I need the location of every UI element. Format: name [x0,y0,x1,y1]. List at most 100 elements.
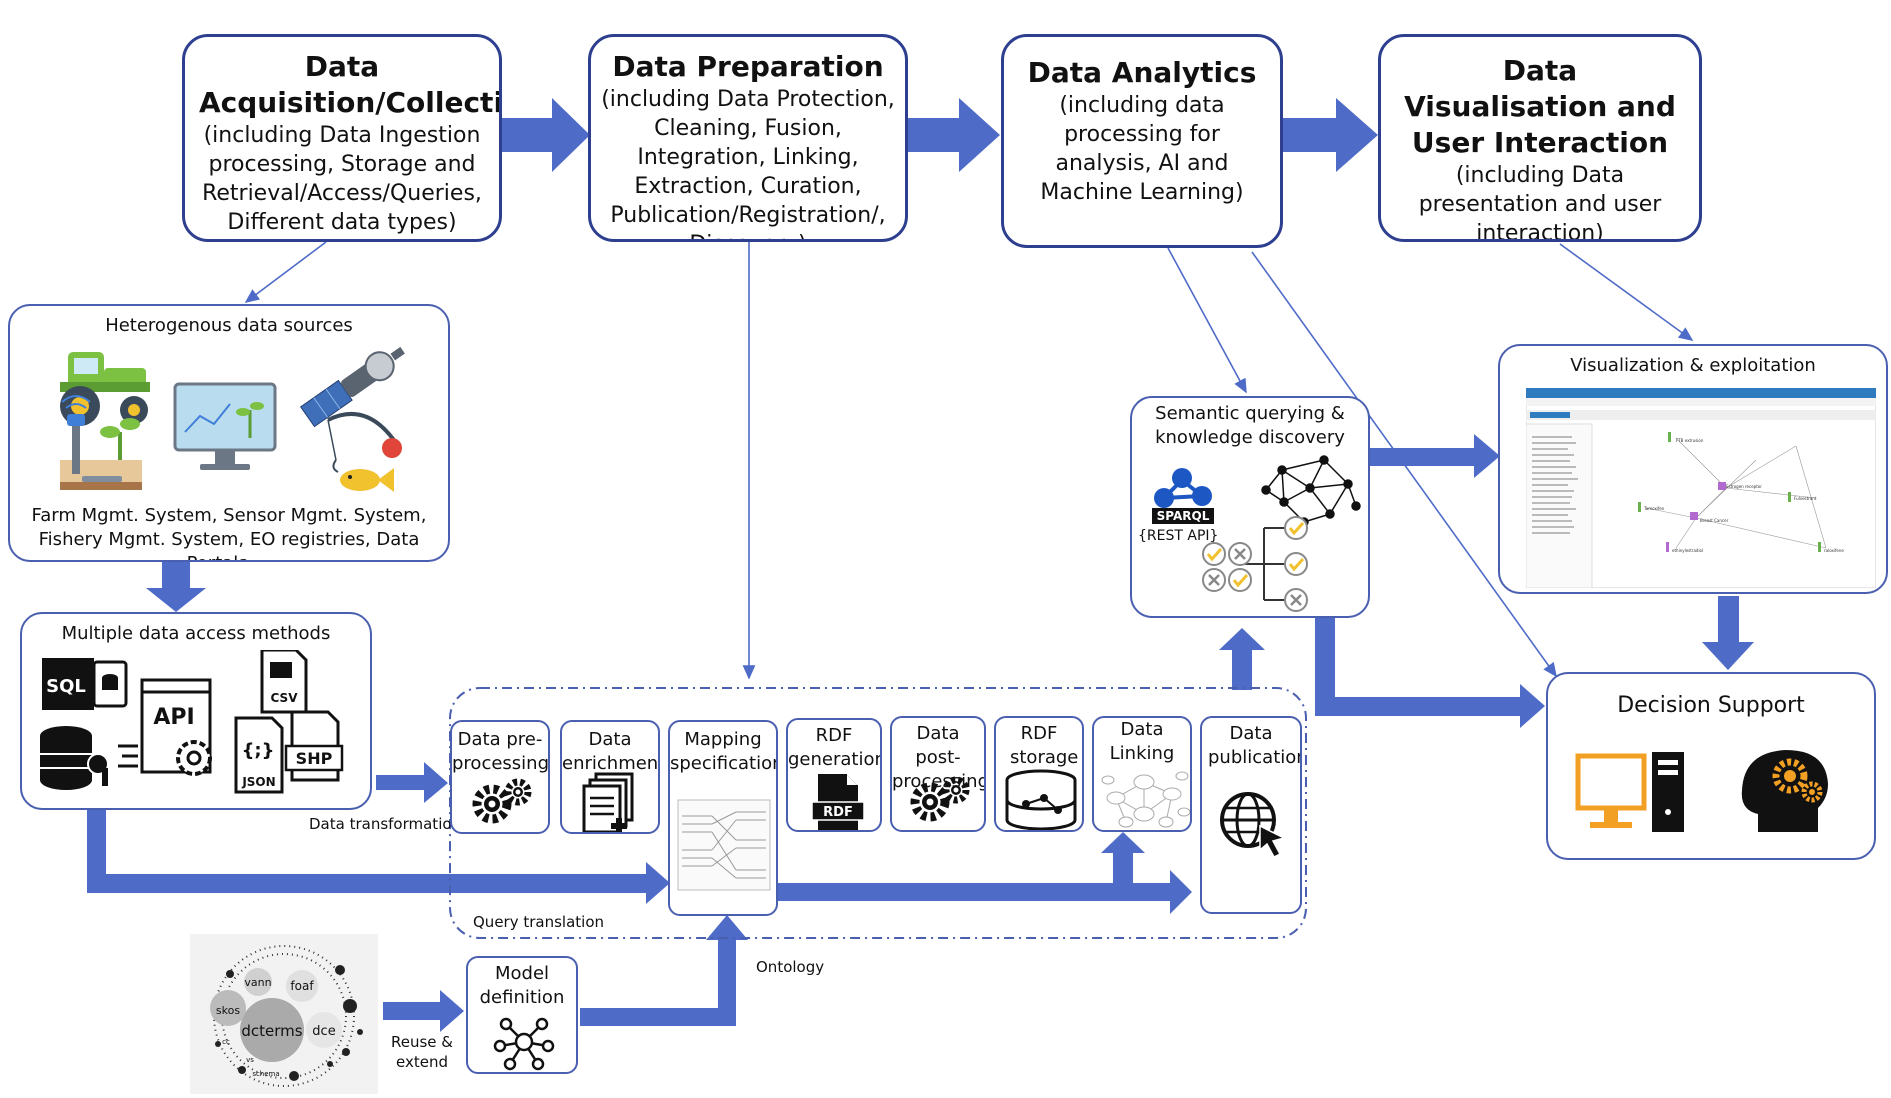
vis-label-ftb: FTB extrusion [1676,438,1704,443]
rdf-file-icon: RDF [811,774,865,830]
model-definition-box: Model definition [466,956,578,1074]
vocab-bubble-skos [210,990,246,1026]
stage-preparation: Data Preparation (including Data Protect… [588,34,908,242]
arrow-prep-to-analytics [907,98,1000,172]
access-panel: Multiple data access methods SQL [20,612,372,810]
stage-analytics: Data Analytics (including data processin… [1001,34,1283,248]
arrow-sources-to-access [146,562,206,612]
line-acq-to-sources [244,241,327,303]
shp-label: SHP [296,749,333,768]
vis-label-breast: Breast Cancer [1700,518,1729,523]
access-title: Multiple data access methods [61,623,331,644]
line-analytics-to-decision [1251,251,1557,678]
vocab-cloud-graphic: dcterms skos vann foaf dce cc vs schema [210,945,363,1087]
vocab-bubble-dcterms [240,998,304,1062]
step-preprocessing: Data pre-processing [450,720,550,834]
step-mapping: Mapping specification [668,720,778,916]
network-node-icon [493,1017,555,1071]
vocab-skos: skos [216,1004,240,1017]
monitor-chart-icon [173,382,277,470]
line-vis-to-visualization [1559,243,1694,341]
sql-label: SQL [46,676,86,697]
vis-label-estrogen: Estrogen receptor [1726,484,1762,489]
step-data-publication-label: Data publication [1208,723,1302,768]
step-enrichment-label: Data enrichment [562,729,660,774]
computer-icon [1575,752,1684,832]
stage-preparation-subtitle: (including Data Protection, Cleaning, Fu… [601,87,895,239]
step-mapping-label: Mapping specification [670,729,778,774]
vocab-bubble-foaf [286,970,318,1002]
decision-support-panel: Decision Support [1546,672,1876,860]
stage-visualisation-title: Data Visualisation and User Interaction [1404,54,1676,159]
globe-cursor-icon [1220,792,1287,858]
stage-preparation-title: Data Preparation [612,50,884,83]
vocab-cloud: dcterms skos vann foaf dce cc vs schema [190,934,378,1094]
arrow-access-to-mapping [87,810,670,904]
vocab-schema: schema [252,1070,279,1078]
vocab-dcterms: dcterms [241,1022,302,1040]
vocab-dce: dce [312,1024,335,1039]
shp-icon: SHP [284,710,344,782]
vis-label-raloxifene: raloxifene [1824,548,1844,553]
sources-panel: Heterogenous data sources [8,304,450,562]
data-transformation-label: Data transformation [309,815,462,833]
sources-icons [60,346,405,492]
semantic-panel: Semantic querying & knowledge discovery … [1130,396,1370,618]
stage-analytics-title: Data Analytics [1027,56,1257,89]
access-icons: SQL API [40,650,344,794]
stage-visualisation: Data Visualisation and User Interaction … [1378,34,1702,242]
linked-graph-icon [1101,771,1190,828]
vocab-vann: vann [244,976,271,989]
reuse-extend-label: Reuse & extend [391,1033,453,1071]
visualization-screenshot: FTB extrusion Estrogen receptor Breast C… [1526,388,1876,588]
decision-support-title: Decision Support [1617,693,1805,718]
arrow-reuse-to-model [383,990,464,1032]
head-gears-icon [1741,750,1828,832]
json-glyph: {;} [242,740,275,761]
sparql-logo-icon: SPARQL [1152,460,1214,524]
step-rdf-storage-label: RDF storage [1010,723,1079,768]
rest-api-label: {REST API} [1138,528,1218,544]
stage-analytics-subtitle: (including data processing for analysis,… [1040,93,1244,205]
step-data-publication: Data publication [1200,716,1302,914]
visualization-panel: Visualization & exploitation [1498,344,1888,594]
arrow-pipeline-to-semantic [1219,628,1265,690]
database-key-icon [40,726,109,790]
visualization-title: Visualization & exploitation [1570,355,1816,376]
gears-icon [472,778,532,824]
vocab-vs: vs [246,1056,254,1064]
fishing-icon [327,411,402,492]
stage-visualisation-subtitle: (including Data presentation and user in… [1418,163,1662,242]
arrow-to-data-linking [1101,832,1145,884]
step-rdf-storage: RDF storage [994,716,1084,832]
neural-network-icon [1261,455,1361,527]
rdf-badge: RDF [823,805,853,820]
vocab-bubble-dce [306,1012,342,1048]
arrow-analytics-to-vis [1282,98,1378,172]
step-enrichment: Data enrichment [560,720,660,834]
step-post-processing: Data post-processing [890,716,986,832]
sources-title: Heterogenous data sources [105,315,353,336]
semantic-title: Semantic querying & knowledge discovery [1155,403,1345,448]
stage-acquisition: Data Acquisition/Collection (including D… [182,34,502,242]
satellite-icon [299,346,405,428]
semantic-icons: SPARQL {REST API} [1138,455,1361,612]
stage-acquisition-title: Data Acquisition/Collection [199,50,499,119]
step-data-linking: Data Linking [1092,716,1192,832]
model-definition-title: Model definition [479,963,565,1008]
vis-label-ethinyl: ethinylestradiol [1672,548,1703,553]
json-icon: {;} JSON [234,716,284,794]
mapping-diagram-icon [677,799,771,891]
decision-tree-icon [1202,516,1308,612]
database-graph-icon [1005,769,1077,830]
step-rdf-generation: RDF generation RDF [786,718,882,832]
arrow-semantic-to-visualization [1370,434,1500,478]
sources-caption: Farm Mgmt. System, Sensor Mgmt. System, … [31,505,427,560]
line-analytics-to-semantic [1167,247,1247,394]
vis-label-tamoxifen: Tamoxifen [1643,506,1665,511]
api-icon: API [118,678,212,776]
query-translation-label: Query translation [473,913,605,931]
vocab-foaf: foaf [290,979,314,993]
arrow-model-to-mapping [580,915,748,1026]
